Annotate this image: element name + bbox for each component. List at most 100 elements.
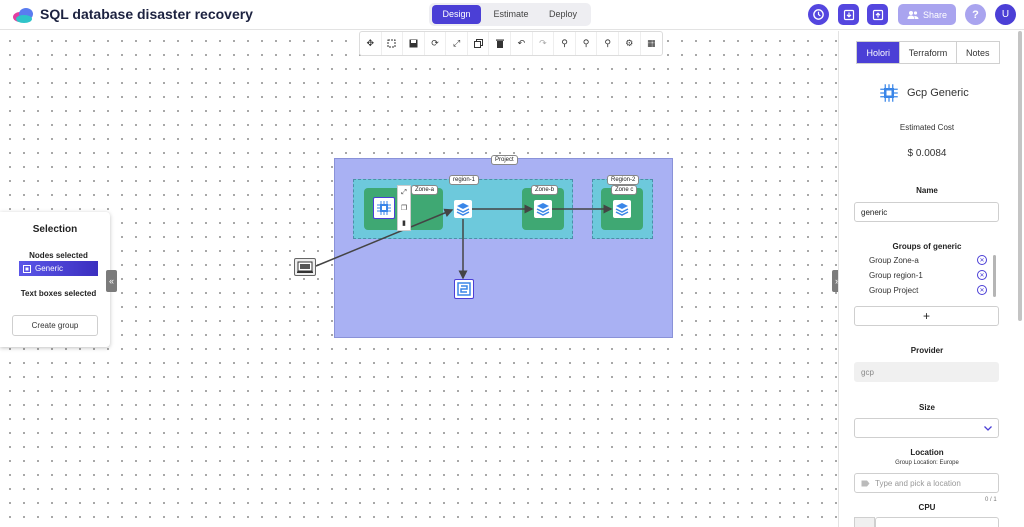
user-avatar[interactable]: U: [995, 4, 1016, 25]
tab-estimate[interactable]: Estimate: [493, 9, 529, 19]
cpu-stepper-decrement[interactable]: [854, 517, 875, 527]
tab-terraform[interactable]: Terraform: [900, 42, 957, 63]
cpu-chip-icon: [377, 201, 391, 215]
size-select[interactable]: [854, 418, 999, 438]
node-cloud-sql-zone-c[interactable]: [613, 200, 631, 218]
node-cloud-sql-zone-b[interactable]: [534, 200, 552, 218]
group-row-zone-a: Group Zone-a ✕: [869, 255, 987, 265]
mode-tabs: Design Estimate Deploy: [429, 3, 591, 26]
collapse-left-panel-icon[interactable]: «: [106, 270, 117, 292]
cloud-logo-icon[interactable]: [12, 6, 34, 24]
undo-icon[interactable]: ↶: [511, 32, 533, 55]
selection-title: Selection: [32, 224, 78, 235]
properties-tabs: Holori Terraform Notes: [856, 41, 1000, 64]
location-counter: 0 / 1: [985, 497, 997, 503]
zoom-in-icon[interactable]: ⚲: [554, 32, 576, 55]
group-region-2-label: Region-2: [607, 175, 640, 185]
node-cloud-sql-primary[interactable]: [454, 200, 472, 218]
groups-label: Groups of generic: [892, 242, 962, 251]
settings-icon[interactable]: ⚙: [619, 32, 641, 55]
resource-header: Gcp Generic: [879, 83, 969, 103]
location-label: Location: [910, 448, 944, 457]
users-icon: [907, 11, 919, 19]
group-row-region-1: Group region-1 ✕: [869, 270, 987, 280]
create-group-button[interactable]: Create group: [12, 315, 98, 336]
copy-icon[interactable]: [468, 32, 490, 55]
download-icon: [843, 9, 854, 20]
group-name: Group region-1: [869, 270, 923, 280]
node-type-icon: [23, 264, 31, 273]
group-project-label: Project: [491, 155, 518, 165]
project-title: SQL database disaster recovery: [40, 6, 253, 22]
node-client-terminal[interactable]: [294, 258, 316, 276]
location-sublabel: Group Location: Europe: [895, 460, 959, 466]
page-scrollbar[interactable]: [1018, 31, 1022, 321]
delete-node-icon[interactable]: ▮: [402, 219, 406, 227]
provider-label: Provider: [910, 346, 944, 355]
tab-notes[interactable]: Notes: [966, 47, 990, 58]
database-stack-icon: [536, 203, 550, 216]
group-zone-a-label: Zone-a: [411, 185, 439, 195]
size-label: Size: [918, 403, 935, 412]
tab-deploy[interactable]: Deploy: [548, 9, 577, 19]
refresh-icon[interactable]: ⟳: [425, 32, 447, 55]
tab-design[interactable]: Design: [432, 5, 481, 24]
resize-icon[interactable]: ⤢: [446, 32, 468, 55]
edge-generic-to-sql: [315, 208, 454, 267]
move-tool-icon[interactable]: ✥: [360, 32, 382, 55]
app-header: SQL database disaster recovery Design Es…: [0, 0, 1024, 30]
node-cloud-storage[interactable]: [454, 279, 474, 299]
tag-icon: [861, 480, 870, 486]
upload-button[interactable]: [867, 4, 888, 25]
zoom-fit-icon[interactable]: ⚲: [597, 32, 619, 55]
database-stack-icon: [456, 203, 470, 216]
save-icon[interactable]: [403, 32, 425, 55]
cpu-input[interactable]: [875, 517, 999, 527]
group-zone-c-label: Zone c: [611, 185, 638, 195]
storage-bucket-icon: [457, 282, 471, 296]
redo-icon[interactable]: ↷: [533, 32, 555, 55]
group-name: Group Zone-a: [869, 255, 919, 265]
download-button[interactable]: [838, 4, 859, 25]
group-region-1-label: region-1: [449, 175, 480, 185]
estimated-cost-value: $ 0.0084: [907, 148, 947, 159]
chevron-down-icon: [984, 425, 992, 431]
remove-group-icon[interactable]: ✕: [977, 270, 987, 280]
groups-scrollbar[interactable]: [993, 255, 996, 297]
resource-title: Gcp Generic: [907, 87, 969, 99]
terminal-icon: [297, 261, 313, 273]
upload-icon: [872, 9, 883, 20]
group-zone-b-label: Zone-b: [531, 185, 559, 195]
selected-node-generic[interactable]: Generic: [19, 261, 98, 276]
location-input[interactable]: Type and pick a location: [854, 473, 999, 493]
group-name: Group Project: [869, 285, 919, 295]
remove-group-icon[interactable]: ✕: [977, 255, 987, 265]
grid-icon[interactable]: ▦: [647, 38, 656, 48]
collapse-right-panel-icon[interactable]: »: [832, 270, 843, 292]
nodes-selected-label: Nodes selected: [29, 251, 88, 260]
add-group-button[interactable]: +: [854, 306, 999, 326]
name-input[interactable]: generic: [854, 202, 999, 222]
text-boxes-selected-label: Text boxes selected: [20, 289, 97, 298]
select-area-icon[interactable]: [382, 32, 404, 55]
copy-node-icon[interactable]: ❐: [400, 204, 408, 212]
tab-holori[interactable]: Holori: [857, 42, 901, 63]
database-stack-icon: [615, 203, 629, 216]
properties-panel: Holori Terraform Notes Gcp Generic Estim…: [838, 31, 1024, 527]
node-context-menu: ⤢ ❐ ▮: [397, 185, 411, 231]
help-button[interactable]: ?: [965, 4, 986, 25]
resize-node-icon[interactable]: ⤢: [401, 189, 407, 197]
diagram-connections: [315, 204, 613, 280]
remove-group-icon[interactable]: ✕: [977, 285, 987, 295]
history-button[interactable]: [808, 4, 829, 25]
node-generic-compute[interactable]: [373, 197, 395, 219]
share-label: Share: [922, 9, 948, 20]
delete-icon[interactable]: [489, 32, 512, 55]
share-button[interactable]: Share: [898, 4, 956, 25]
zoom-out-icon[interactable]: ⚲: [576, 32, 598, 55]
name-label: Name: [916, 186, 938, 195]
cpu-chip-icon: [880, 84, 898, 102]
estimated-cost-label: Estimated Cost: [899, 123, 955, 132]
provider-field: gcp: [854, 362, 999, 382]
selected-node-label: Generic: [35, 264, 64, 273]
